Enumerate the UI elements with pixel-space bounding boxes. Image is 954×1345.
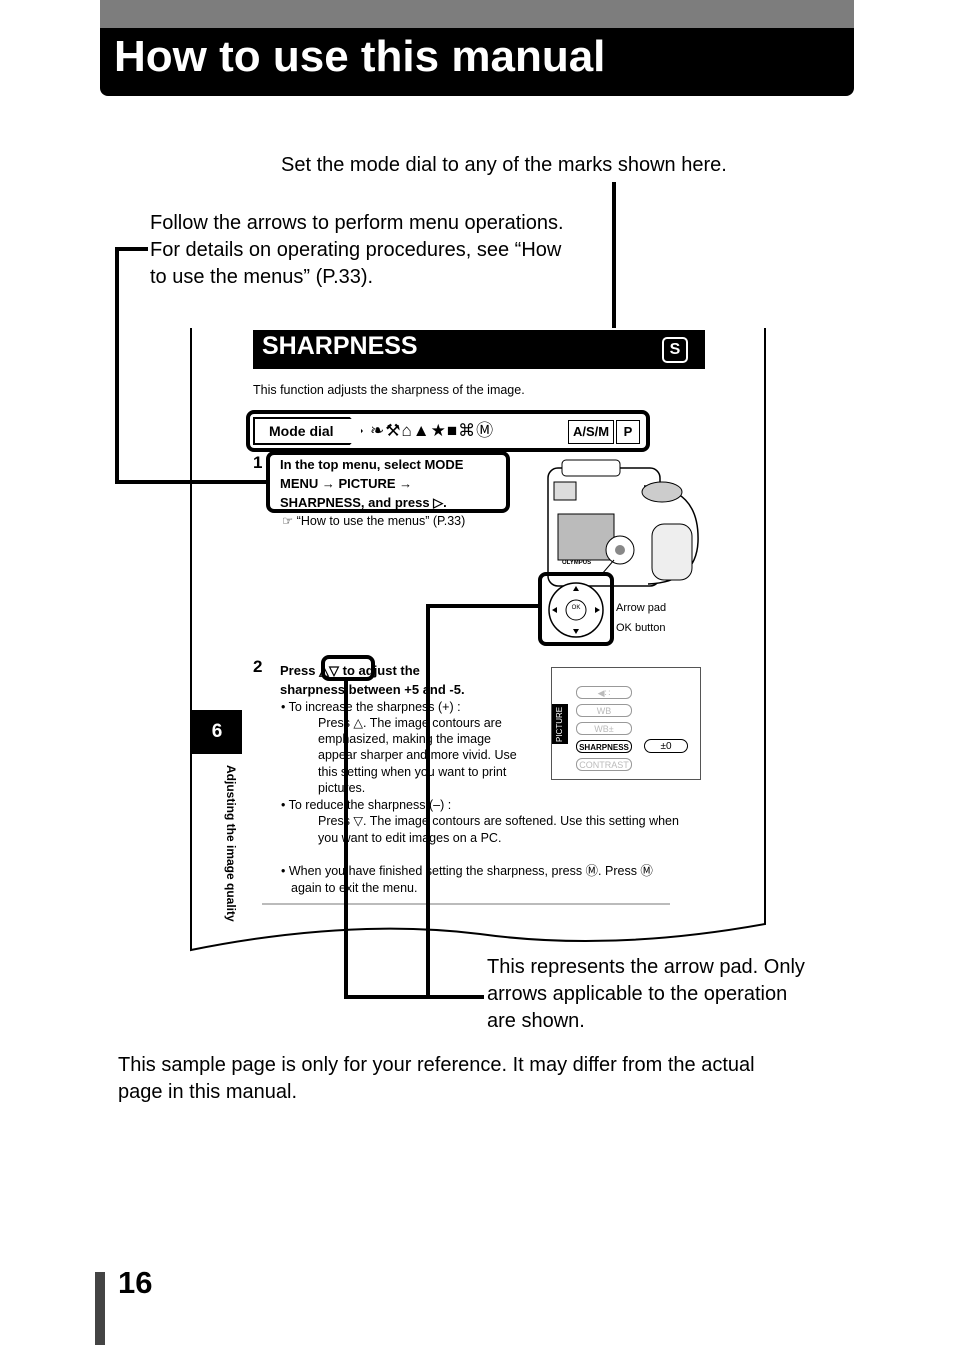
step-2-number: 2: [253, 657, 263, 676]
connector-menu-h1: [115, 247, 148, 251]
step-1-highlight: [266, 451, 510, 513]
step-2-line: Press △▽ to adjust the: [280, 663, 420, 678]
page-number-bar: [95, 1272, 105, 1345]
callout-arrow-pad: This represents the arrow pad. Only arro…: [487, 954, 805, 1035]
body-line-7: • To reduce the sharpness (–) :: [281, 798, 452, 812]
connector-arrow-h: [344, 995, 484, 999]
menu-item-contrast: CONTRAST: [576, 758, 632, 771]
connector-menu-v: [115, 247, 119, 484]
mode-dial-highlight: [246, 410, 650, 452]
page-number: 16: [118, 1265, 153, 1300]
step-1-reference: ☞ “How to use the menus” (P.33): [282, 514, 466, 528]
step-1-line: MENU → PICTURE →: [280, 476, 413, 491]
callout-arrow-line: This represents the arrow pad. Only: [487, 956, 805, 978]
callout-arrow-line: are shown.: [487, 1010, 585, 1032]
sample-section-title: SHARPNESS: [253, 330, 705, 369]
menu-item-wb-adjust: WB±: [576, 722, 632, 735]
body-line-3: emphasized, making the image: [318, 732, 492, 746]
camera-brand: OLYMPUS: [562, 560, 591, 566]
connector-pad-v: [426, 604, 430, 998]
step-1-text: In the top menu, select MODE MENU → PICT…: [280, 455, 463, 512]
body-line-2: Press △. The image contours are: [318, 716, 502, 730]
step-1-line: SHARPNESS, and press ▷.: [280, 495, 447, 510]
connector-press-v: [344, 680, 348, 998]
mode-icons: ❧⚒⌂▲★■⌘Ⓜ: [370, 421, 495, 440]
callout-arrow-line: arrows applicable to the operation: [487, 983, 788, 1005]
arrow-pad-highlight: [538, 572, 614, 646]
arrow-pad-label: Arrow pad: [616, 602, 667, 614]
menu-screen: PICTURE ◀∷ WB WB± SHARPNESS CONTRAST ±0: [551, 667, 701, 780]
arrow-pad-icon: OK: [548, 582, 604, 638]
mode-p: P: [616, 420, 640, 444]
callout-mode-dial: Set the mode dial to any of the marks sh…: [281, 154, 727, 176]
header-gray-strip: [100, 0, 854, 28]
menu-item-1: ◀∷: [576, 686, 632, 699]
callout-menu-line: Follow the arrows to perform menu operat…: [150, 212, 564, 234]
camera-illustration: OLYMPUS: [547, 459, 699, 587]
chapter-label: Adjusting the image quality: [224, 765, 238, 922]
body-line-8: Press ▽. The image contours are softened…: [318, 814, 679, 828]
sharpness-icon: S: [662, 337, 688, 363]
footnote-line: This sample page is only for your refere…: [118, 1054, 755, 1076]
sample-intro: This function adjusts the sharpness of t…: [253, 383, 525, 397]
callout-menu-operations: Follow the arrows to perform menu operat…: [150, 210, 564, 291]
body-line-1: • To increase the sharpness (+) :: [281, 700, 461, 714]
menu-item-sharpness: SHARPNESS: [576, 740, 632, 753]
footnote-line: page in this manual.: [118, 1081, 298, 1103]
header-bar: How to use this manual: [100, 0, 854, 96]
body-line-6: pictures.: [318, 781, 366, 795]
step-2-line: sharpness between +5 and -5.: [280, 682, 465, 697]
body-line-10: • When you have finished setting the sha…: [281, 864, 653, 878]
connector-pad-h: [426, 604, 540, 608]
body-line-9: you want to edit images on a PC.: [318, 831, 502, 845]
menu-tab-picture: PICTURE: [552, 704, 568, 744]
body-line-11: again to exit the menu.: [291, 881, 418, 895]
body-line-5: this setting when you want to print: [318, 765, 507, 779]
step-1-number: 1: [253, 453, 263, 472]
footnote: This sample page is only for your refere…: [118, 1052, 755, 1106]
sharpness-value: ±0: [644, 739, 688, 753]
chapter-tab: 6: [192, 710, 242, 754]
sample-page-outline: [190, 328, 766, 952]
connector-mode-dial: [612, 182, 616, 328]
step-1-line: In the top menu, select MODE: [280, 457, 464, 472]
body-line-4: appear sharper and more vivid. Use: [318, 748, 517, 762]
step-2-text: Press △▽ to adjust the sharpness between…: [280, 661, 465, 699]
up-down-buttons-highlight: [321, 655, 375, 681]
menu-item-wb: WB: [576, 704, 632, 717]
connector-menu-h2: [115, 480, 268, 484]
callout-menu-line: For details on operating procedures, see…: [150, 239, 562, 261]
mode-asm: A/S/M: [568, 420, 614, 444]
mode-dial-label: Mode dial: [253, 417, 363, 445]
page-title: How to use this manual: [114, 32, 606, 81]
callout-menu-line: to use the menus” (P.33).: [150, 266, 374, 288]
ok-button-label: OK button: [616, 622, 666, 634]
pad-ok-text: OK: [572, 605, 581, 611]
